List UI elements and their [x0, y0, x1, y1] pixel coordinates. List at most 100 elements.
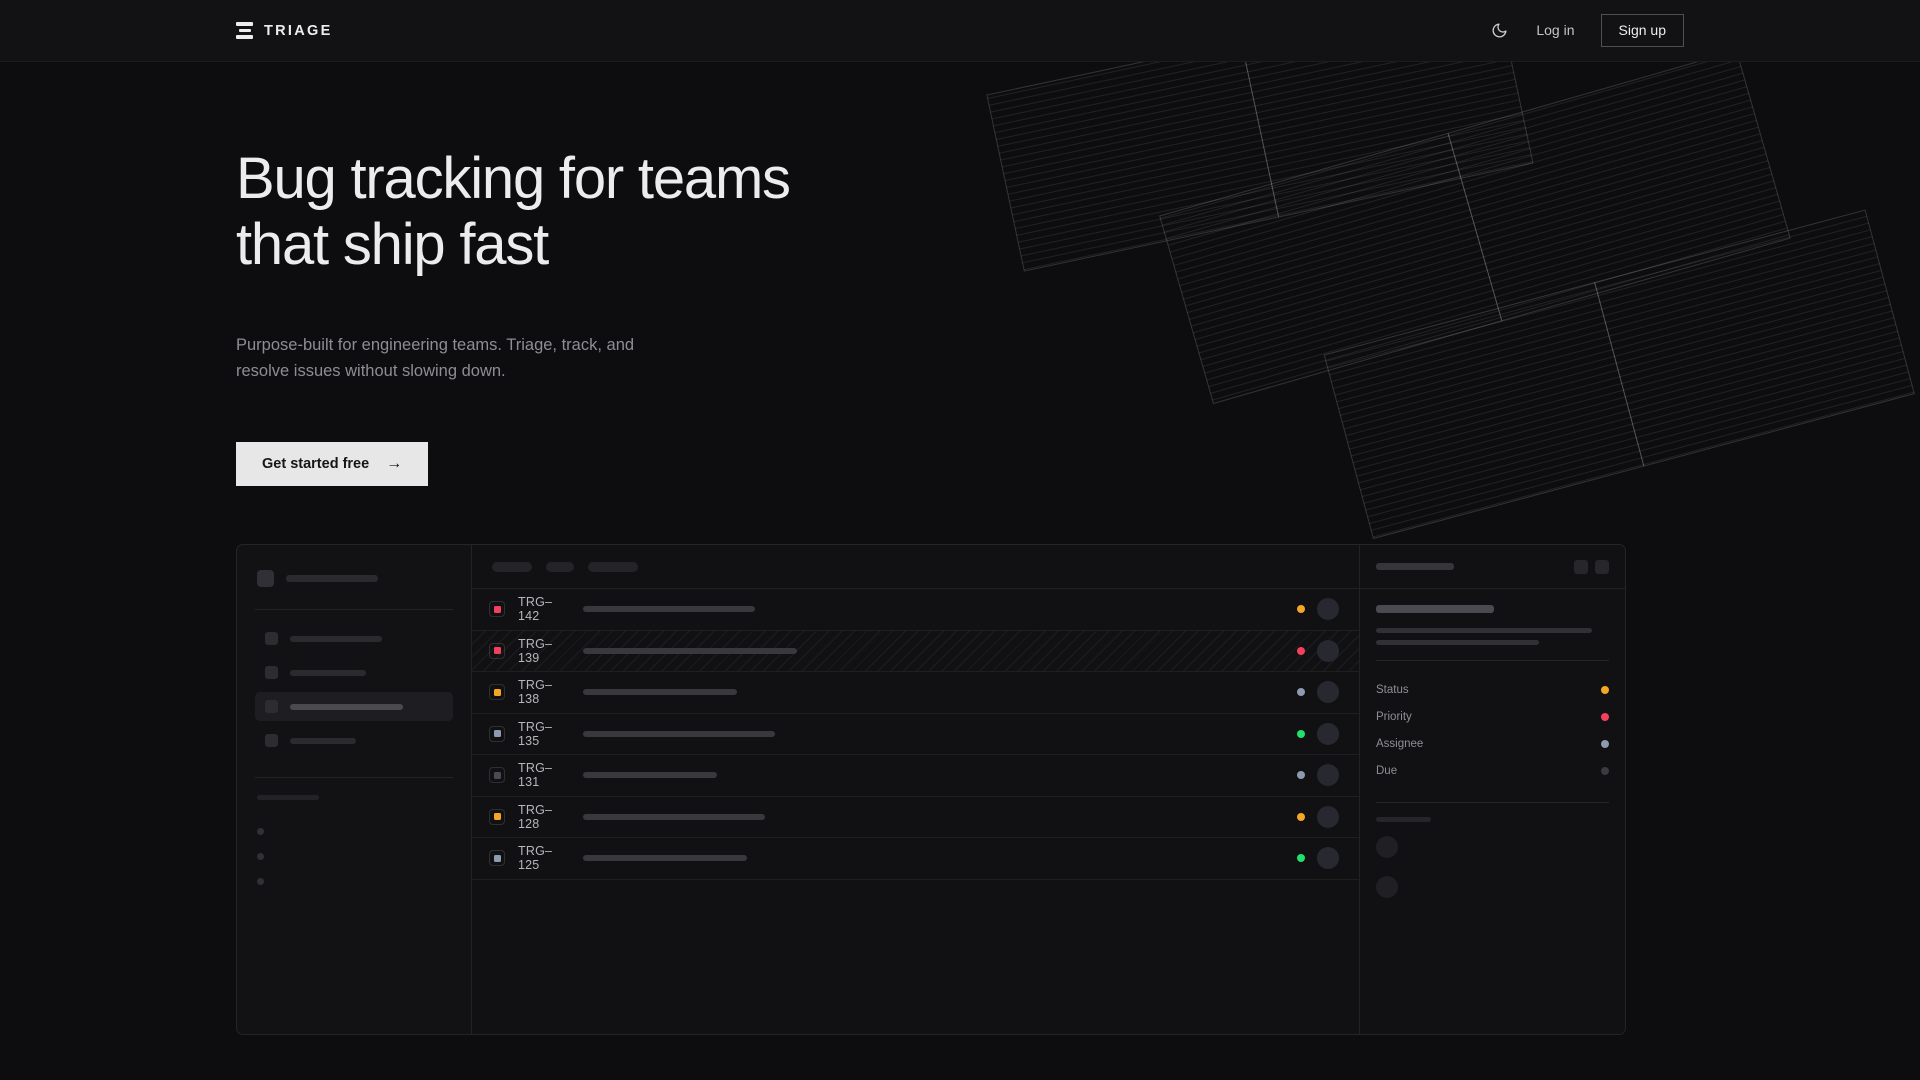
workspace-avatar: [257, 570, 274, 588]
assignee-avatar: [1317, 639, 1339, 662]
workspace-name-placeholder: [286, 575, 378, 583]
priority-indicator: [489, 642, 505, 659]
issue-row[interactable]: TRG–142: [472, 589, 1359, 631]
workspace-switcher[interactable]: [255, 567, 453, 588]
hero-headline-line-1: Bug tracking for teams: [236, 146, 791, 211]
brand-name: TRIAGE: [264, 22, 333, 39]
header-nav: Log in Sign up: [1488, 14, 1684, 47]
detail-meta-value-dot: [1601, 739, 1609, 748]
filter-chip-1[interactable]: [492, 561, 532, 572]
sidebar-item-2-label: [290, 669, 366, 676]
issue-row[interactable]: TRG–125: [472, 838, 1359, 880]
detail-meta-value-dot: [1601, 685, 1609, 694]
issue-row-meta: [1297, 805, 1339, 828]
issue-list-toolbar: [472, 545, 1359, 590]
issue-title-placeholder: [583, 730, 775, 737]
assignee-avatar: [1317, 764, 1339, 787]
issue-row[interactable]: TRG–135: [472, 714, 1359, 756]
issue-row[interactable]: TRG–138: [472, 672, 1359, 714]
priority-indicator: [489, 725, 505, 742]
sidebar-mini-item-2[interactable]: [255, 844, 453, 869]
sidebar-item-1[interactable]: [255, 624, 453, 653]
issue-row[interactable]: TRG–131: [472, 755, 1359, 797]
issue-row-meta: [1297, 847, 1339, 870]
sidebar-nav: [255, 624, 453, 755]
detail-header-actions: [1574, 559, 1609, 574]
issue-title-placeholder: [583, 855, 747, 862]
detail-meta-row[interactable]: Assignee: [1376, 730, 1609, 757]
detail-body-line-1: [1376, 628, 1592, 634]
sidebar-item-1-label: [290, 635, 382, 642]
hero-subheadline-line-2: resolve issues without slowing down.: [236, 361, 506, 380]
sidebar-item-4[interactable]: [255, 726, 453, 755]
issue-row-meta: [1297, 722, 1339, 745]
detail-meta-label: Priority: [1376, 710, 1412, 723]
issue-title-placeholder: [583, 689, 737, 696]
sidebar-mini-item-1[interactable]: [255, 819, 453, 844]
sidebar-divider-top: [255, 609, 453, 611]
signup-button[interactable]: Sign up: [1600, 14, 1684, 47]
filter-chip-2[interactable]: [546, 561, 574, 572]
assignee-avatar: [1317, 598, 1339, 621]
status-dot: [1297, 688, 1305, 697]
issue-title-placeholder: [583, 647, 797, 654]
sidebar-item-3-label: [290, 703, 403, 710]
hero-subheadline-line-1: Purpose-built for engineering teams. Tri…: [236, 336, 635, 355]
sidebar-section-label: [255, 792, 453, 803]
arrow-right-icon: →: [386, 455, 403, 473]
detail-meta-row[interactable]: Due: [1376, 757, 1609, 784]
priority-indicator: [489, 767, 505, 784]
detail-meta-value-dot: [1601, 766, 1609, 775]
sidebar-item-4-icon: [265, 734, 278, 748]
get-started-label: Get started free: [262, 456, 370, 473]
issue-id: TRG–138: [518, 678, 553, 707]
hero-subheadline: Purpose-built for engineering teams. Tri…: [236, 333, 706, 384]
detail-meta-row[interactable]: Status: [1376, 676, 1609, 703]
status-dot: [1297, 646, 1305, 655]
status-dot: [1297, 729, 1305, 738]
sidebar-item-3-icon: [265, 700, 278, 714]
sidebar-mini-item-3[interactable]: [255, 869, 453, 894]
detail-action-2-icon[interactable]: [1595, 559, 1609, 574]
priority-indicator: [489, 850, 505, 867]
detail-heading-placeholder: [1376, 605, 1494, 614]
detail-action-1-icon[interactable]: [1574, 559, 1588, 574]
comments-label-placeholder: [1376, 817, 1431, 823]
issue-id: TRG–125: [518, 844, 553, 873]
issue-row[interactable]: TRG–128: [472, 797, 1359, 839]
issue-row[interactable]: TRG–139: [472, 630, 1359, 673]
priority-indicator: [489, 684, 505, 701]
issue-title-placeholder: [583, 813, 765, 820]
sidebar-mini-dot-icon: [257, 853, 264, 861]
detail-title-placeholder: [1376, 563, 1454, 571]
moon-icon[interactable]: [1488, 19, 1510, 41]
issue-row-meta: [1297, 681, 1339, 704]
get-started-button[interactable]: Get started free →: [236, 442, 429, 487]
detail-meta-label: Due: [1376, 764, 1398, 777]
hero-headline: Bug tracking for teams that ship fast: [236, 146, 936, 277]
login-link[interactable]: Log in: [1536, 22, 1575, 39]
issue-id: TRG–142: [518, 595, 553, 624]
issue-id: TRG–139: [518, 636, 553, 665]
sidebar-item-3[interactable]: [255, 692, 453, 722]
assignee-avatar: [1317, 805, 1339, 828]
issue-title-placeholder: [583, 606, 755, 613]
detail-divider-2: [1376, 802, 1609, 804]
assignee-avatar: [1317, 722, 1339, 745]
issue-row-meta: [1297, 598, 1339, 621]
sidebar-item-2[interactable]: [255, 658, 453, 687]
issue-row-meta: [1297, 639, 1339, 662]
issue-title-placeholder: [583, 772, 717, 779]
detail-meta-row[interactable]: Priority: [1376, 703, 1609, 730]
issue-id: TRG–128: [518, 802, 553, 831]
brand-logo[interactable]: TRIAGE: [236, 22, 333, 39]
filter-chip-3[interactable]: [588, 561, 638, 572]
detail-body-line-2: [1376, 640, 1539, 646]
app-sidebar: [237, 545, 472, 1035]
sidebar-mini-dot-icon: [257, 878, 264, 886]
